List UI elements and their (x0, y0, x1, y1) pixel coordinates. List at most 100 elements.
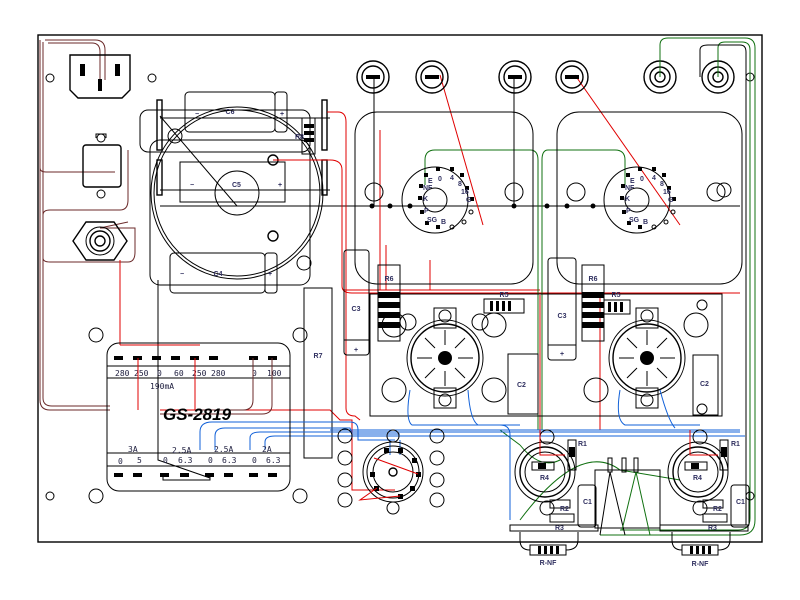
c6-plus: + (280, 111, 284, 118)
ot-pin-label: G (466, 197, 472, 204)
ot-pin-label: E (428, 178, 433, 185)
ot-pins-left: E 0 4 8 NF 16 K G P SG B (418, 167, 474, 230)
ot-pins-right: E 0 4 8 NF 16 K G P SG B (620, 167, 676, 230)
ot-pin-label: 8 (660, 181, 664, 188)
speaker-terminal (555, 60, 589, 94)
r4-label: R4 (693, 475, 702, 482)
power-tube-socket (608, 307, 686, 409)
mains-wiring (39, 39, 136, 411)
c3-label: C3 (352, 306, 361, 313)
r6-label: R6 (589, 276, 598, 283)
r2-label: R2 (560, 506, 569, 513)
iec-power-inlet (45, 54, 157, 99)
tube-board (369, 293, 723, 417)
ot-pin-label: 16 (663, 189, 671, 196)
regulator-block (594, 457, 661, 536)
c3-label: C3 (558, 313, 567, 320)
heater-current-label: 2A (262, 445, 272, 454)
chassis-outline (37, 34, 763, 543)
heater-current-label: 2.5A (172, 446, 191, 455)
ot-pin-label: K (625, 196, 630, 203)
mounting-holes (45, 182, 755, 504)
c2-label: C2 (700, 381, 709, 388)
ot-pin-label: B (643, 219, 648, 226)
c1-label: C1 (736, 499, 745, 506)
r4-label: R4 (540, 475, 549, 482)
ot-pin-label: NF (423, 185, 433, 192)
r1-label: R1 (731, 441, 740, 448)
c4-minus: − (180, 271, 184, 278)
c2-label: C2 (517, 382, 526, 389)
r6-label: R6 (385, 276, 394, 283)
r1-label: R1 (578, 441, 587, 448)
heater-tap-label: 0 (208, 456, 213, 465)
speaker-terminals (356, 60, 755, 94)
c6-label: C6 (226, 109, 235, 116)
power-transformer: 280 250 0 60 250 280 0 100 190mA 3A 2.5A… (106, 342, 291, 492)
b-plus-wiring (119, 74, 740, 491)
r3-label: R3 (555, 525, 564, 532)
fuse-holder (82, 133, 122, 199)
speaker-terminal (356, 60, 390, 94)
heater-tap-label: 6.3 (178, 456, 193, 465)
rnf-label: R-NF (540, 560, 557, 567)
power-switch (72, 221, 128, 261)
right-output-stage: C3 + R6 R5 C2 (547, 257, 719, 416)
c6-minus: − (195, 111, 199, 118)
rectifier-tube-socket (337, 428, 445, 515)
ot-pin-label: NF (625, 185, 635, 192)
r8-label: R8 (295, 134, 304, 141)
ot-pin-label: SG (427, 217, 438, 224)
r3-label: R3 (708, 525, 717, 532)
current-label: 190mA (150, 382, 174, 391)
ot-pin-label: 16 (461, 189, 469, 196)
ot-pin-label: 4 (652, 175, 656, 182)
heater-current-label: 3A (128, 445, 138, 454)
ot-pin-label: B (441, 219, 446, 226)
tap-label: 100 (267, 369, 282, 378)
tap-label: 0 (157, 369, 162, 378)
filter-capacitor-bank: C6 − + C5 − + C4 − + R8 (139, 91, 330, 294)
tap-label: 250 (192, 369, 207, 378)
heater-tap-label: 6.3 (266, 456, 281, 465)
ot-pin-label: G (668, 197, 674, 204)
output-transformer-right: E 0 4 8 NF 16 K G P SG B (556, 111, 743, 285)
left-output-stage: C3 + R6 R5 C2 (343, 249, 539, 415)
heater-current-label: 2.5A (214, 445, 233, 454)
tap-label: 60 (174, 369, 184, 378)
tap-label: 0 (252, 369, 257, 378)
c5-minus: − (190, 182, 194, 189)
heater-tap-label: 0 (252, 456, 257, 465)
c5-label: C5 (232, 182, 241, 189)
r5-label: R5 (612, 292, 621, 299)
speaker-terminal (415, 60, 449, 94)
signal-wiring-black (699, 44, 747, 525)
ot-pin-label: P (424, 208, 429, 215)
c3-plus: + (560, 351, 564, 358)
heater-tap-label: 6.3 (222, 456, 237, 465)
model-number: GS-2819 (163, 405, 232, 424)
ot-pin-label: 0 (438, 176, 442, 183)
heater-tap-label: 5 (137, 456, 142, 465)
heater-wiring (199, 389, 745, 520)
ground-bus (157, 203, 740, 479)
ot-pin-label: 8 (458, 181, 462, 188)
right-driver-stage: R4 R1 R2 R3 C1 R-NF (659, 429, 750, 568)
power-tube-socket (406, 307, 484, 409)
ot-pin-label: SG (629, 217, 640, 224)
c3-plus: + (354, 347, 358, 354)
tap-label: 280 (211, 369, 226, 378)
c4-plus: + (268, 271, 272, 278)
ot-pin-label: E (630, 178, 635, 185)
rnf-label: R-NF (692, 561, 709, 568)
c4-label: C4 (214, 271, 223, 278)
c5-plus: + (278, 182, 282, 189)
tap-label: 280 (115, 369, 130, 378)
left-driver-stage: R4 R1 R2 R3 C1 R-NF (509, 429, 599, 567)
r7-label: R7 (314, 353, 323, 360)
tap-label: 250 (134, 369, 149, 378)
output-transformer-left: E 0 4 8 NF 16 K G P SG B (354, 77, 534, 285)
heater-tap-label: 0 (163, 456, 168, 465)
input-wiring (424, 37, 756, 536)
